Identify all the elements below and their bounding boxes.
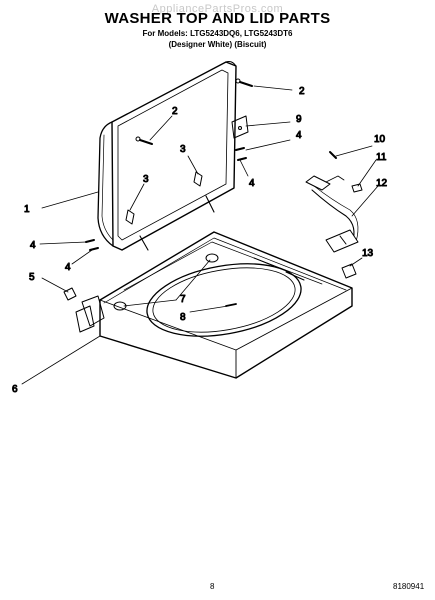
callout-4-lower-left: 4	[65, 262, 71, 273]
callout-7: 7	[180, 294, 186, 305]
bumper-part-7-back	[205, 253, 219, 263]
hinge-part-3-left	[125, 209, 135, 225]
callout-2-lid: 2	[172, 106, 178, 117]
callout-11: 11	[376, 152, 387, 163]
watermark: AppliancePartsPros.com	[151, 3, 284, 15]
washer-top	[75, 231, 353, 379]
callout-4-left: 4	[30, 240, 36, 251]
models-line: For Models: LTG5243DQ6, LTG5243DT6	[142, 29, 293, 38]
callout-3-right: 3	[180, 144, 186, 155]
callout-5: 5	[29, 272, 35, 283]
clip-part-5	[63, 287, 77, 301]
hinge-part-3-right	[193, 171, 203, 187]
page-title: WASHER TOP AND LID PARTS	[104, 10, 331, 27]
colors-line: (Designer White) (Biscuit)	[168, 40, 267, 49]
lid-hinge-bars	[139, 195, 215, 251]
callout-1: 1	[24, 204, 30, 215]
nut-part-11	[351, 183, 363, 193]
lid	[97, 61, 237, 251]
callout-2-top: 2	[299, 86, 305, 97]
callout-3-left: 3	[143, 174, 149, 185]
screw-part-2-lid	[135, 136, 153, 145]
screw-part-10	[329, 151, 337, 159]
callout-4-lower-right: 4	[249, 178, 255, 189]
callout-10: 10	[374, 134, 386, 145]
clip-part-13	[341, 263, 357, 279]
document-number: 8180941	[393, 582, 425, 591]
callout-4-upper-right: 4	[296, 130, 302, 141]
bolt-part-4-upper	[235, 147, 247, 161]
page-number: 8	[210, 582, 215, 591]
callout-12: 12	[376, 178, 388, 189]
callout-13: 13	[362, 248, 374, 259]
bolt-part-4-lower	[85, 239, 99, 251]
callout-8: 8	[180, 312, 186, 323]
callout-9: 9	[296, 114, 302, 125]
lid-switch-harness	[305, 175, 359, 253]
leader-lines	[21, 85, 379, 385]
callout-6: 6	[12, 384, 18, 395]
bracket-part-9	[231, 115, 249, 139]
screw-part-2-top	[235, 78, 253, 87]
